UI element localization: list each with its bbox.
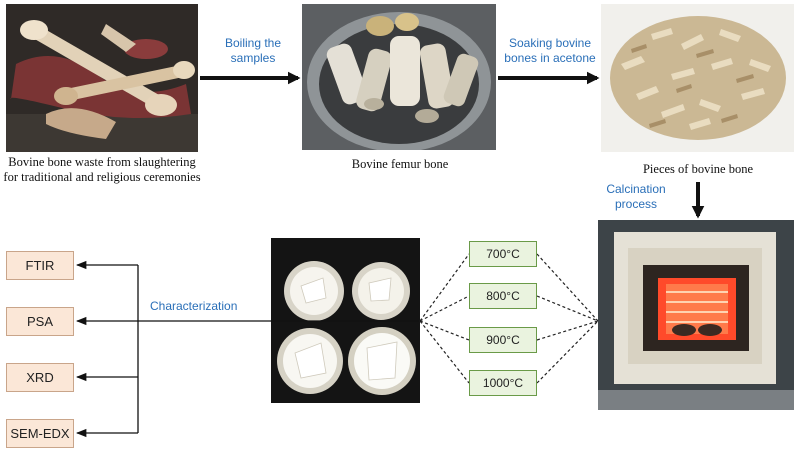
calcined-samples-photo <box>271 238 420 403</box>
label-soaking: Soaking bovine bones in acetone <box>504 36 596 65</box>
technique-xrd: XRD <box>6 363 74 392</box>
label-characterization: Characterization <box>150 299 238 313</box>
furnace-photo <box>598 220 794 410</box>
caption-pieces: Pieces of bovine bone <box>642 162 754 176</box>
label-calcination: Calcination process <box>606 182 666 211</box>
temp-900: 900°C <box>469 327 537 353</box>
bone-waste-photo <box>6 4 198 152</box>
temp-700: 700°C <box>469 241 537 267</box>
label-boiling: Boiling the samples <box>224 36 282 65</box>
caption-femur: Bovine femur bone <box>351 157 449 171</box>
technique-ftir: FTIR <box>6 251 74 280</box>
technique-psa: PSA <box>6 307 74 336</box>
caption-bone-waste: Bovine bone waste from slaughtering for … <box>3 155 201 184</box>
temp-1000: 1000°C <box>469 370 537 396</box>
bone-pieces-photo <box>601 4 794 152</box>
femur-bone-photo <box>302 4 496 150</box>
temp-800: 800°C <box>469 283 537 309</box>
technique-sem-edx: SEM-EDX <box>6 419 74 448</box>
